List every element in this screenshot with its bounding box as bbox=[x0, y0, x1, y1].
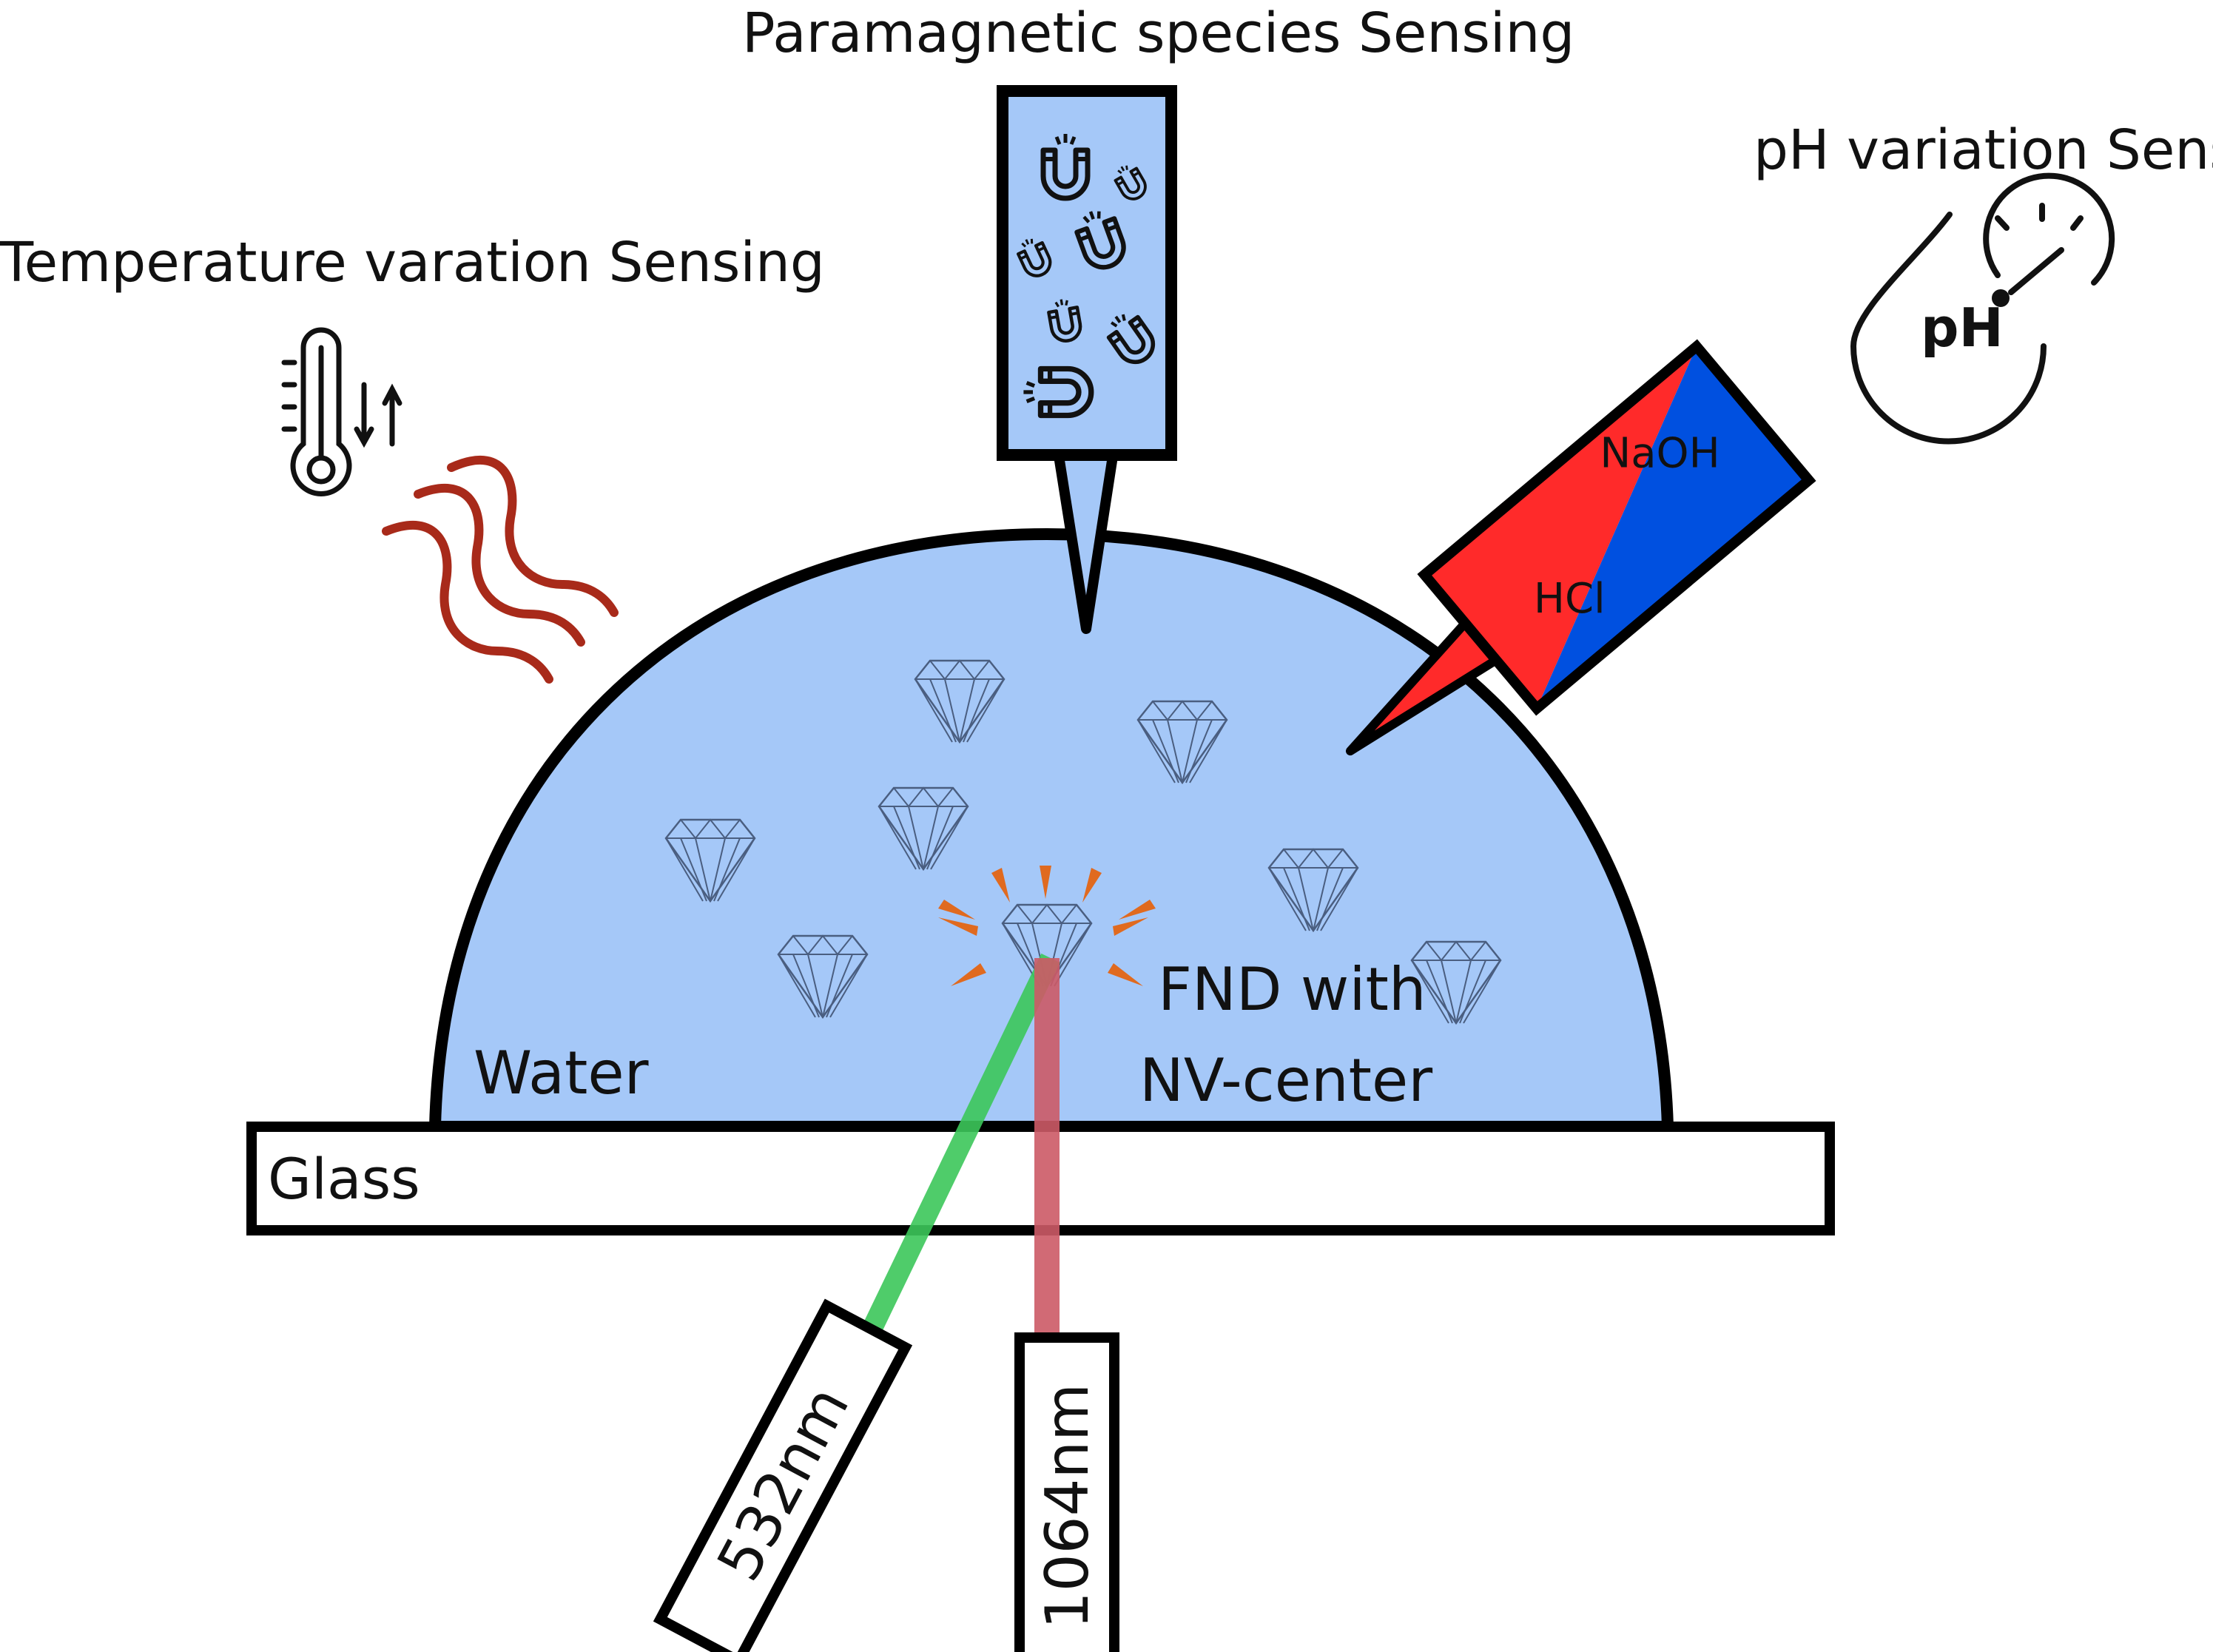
thermometer-icon bbox=[281, 327, 402, 496]
laser-1064-head: 1064nm bbox=[1014, 1332, 1119, 1652]
ph-syringe: HCl NaOH bbox=[1345, 339, 1816, 756]
paramagnetic-syringe bbox=[997, 85, 1177, 634]
temperature-sensing-title: Temperature varation Sensing bbox=[0, 231, 825, 294]
fnd-label-line1: FND with bbox=[1158, 955, 1427, 1024]
ph-drop-gauge-icon: pH bbox=[1850, 172, 2115, 445]
water-label: Water bbox=[474, 1039, 649, 1107]
emission-sparkles bbox=[938, 866, 1156, 986]
green-laser-beam bbox=[855, 953, 1060, 1350]
laser-1064-label: 1064nm bbox=[1033, 1383, 1102, 1629]
paramagnetic-sensing-title: Paramagnetic species Sensing bbox=[742, 1, 1574, 65]
fnd-label-line2: NV-center bbox=[1139, 1046, 1432, 1115]
water-dome bbox=[428, 527, 1674, 1133]
heat-wave-icon bbox=[382, 455, 619, 684]
fnd-nv-center-diamond bbox=[938, 866, 1156, 988]
glass-label: Glass bbox=[268, 1146, 420, 1212]
hcl-label: HCl bbox=[1534, 575, 1606, 623]
ph-icon-text: pH bbox=[1921, 297, 2004, 359]
laser-532-head: 532nm bbox=[653, 1298, 913, 1652]
ph-sensing-title: pH variation Sensing bbox=[1754, 118, 2213, 182]
naoh-label: NaOH bbox=[1600, 430, 1719, 478]
